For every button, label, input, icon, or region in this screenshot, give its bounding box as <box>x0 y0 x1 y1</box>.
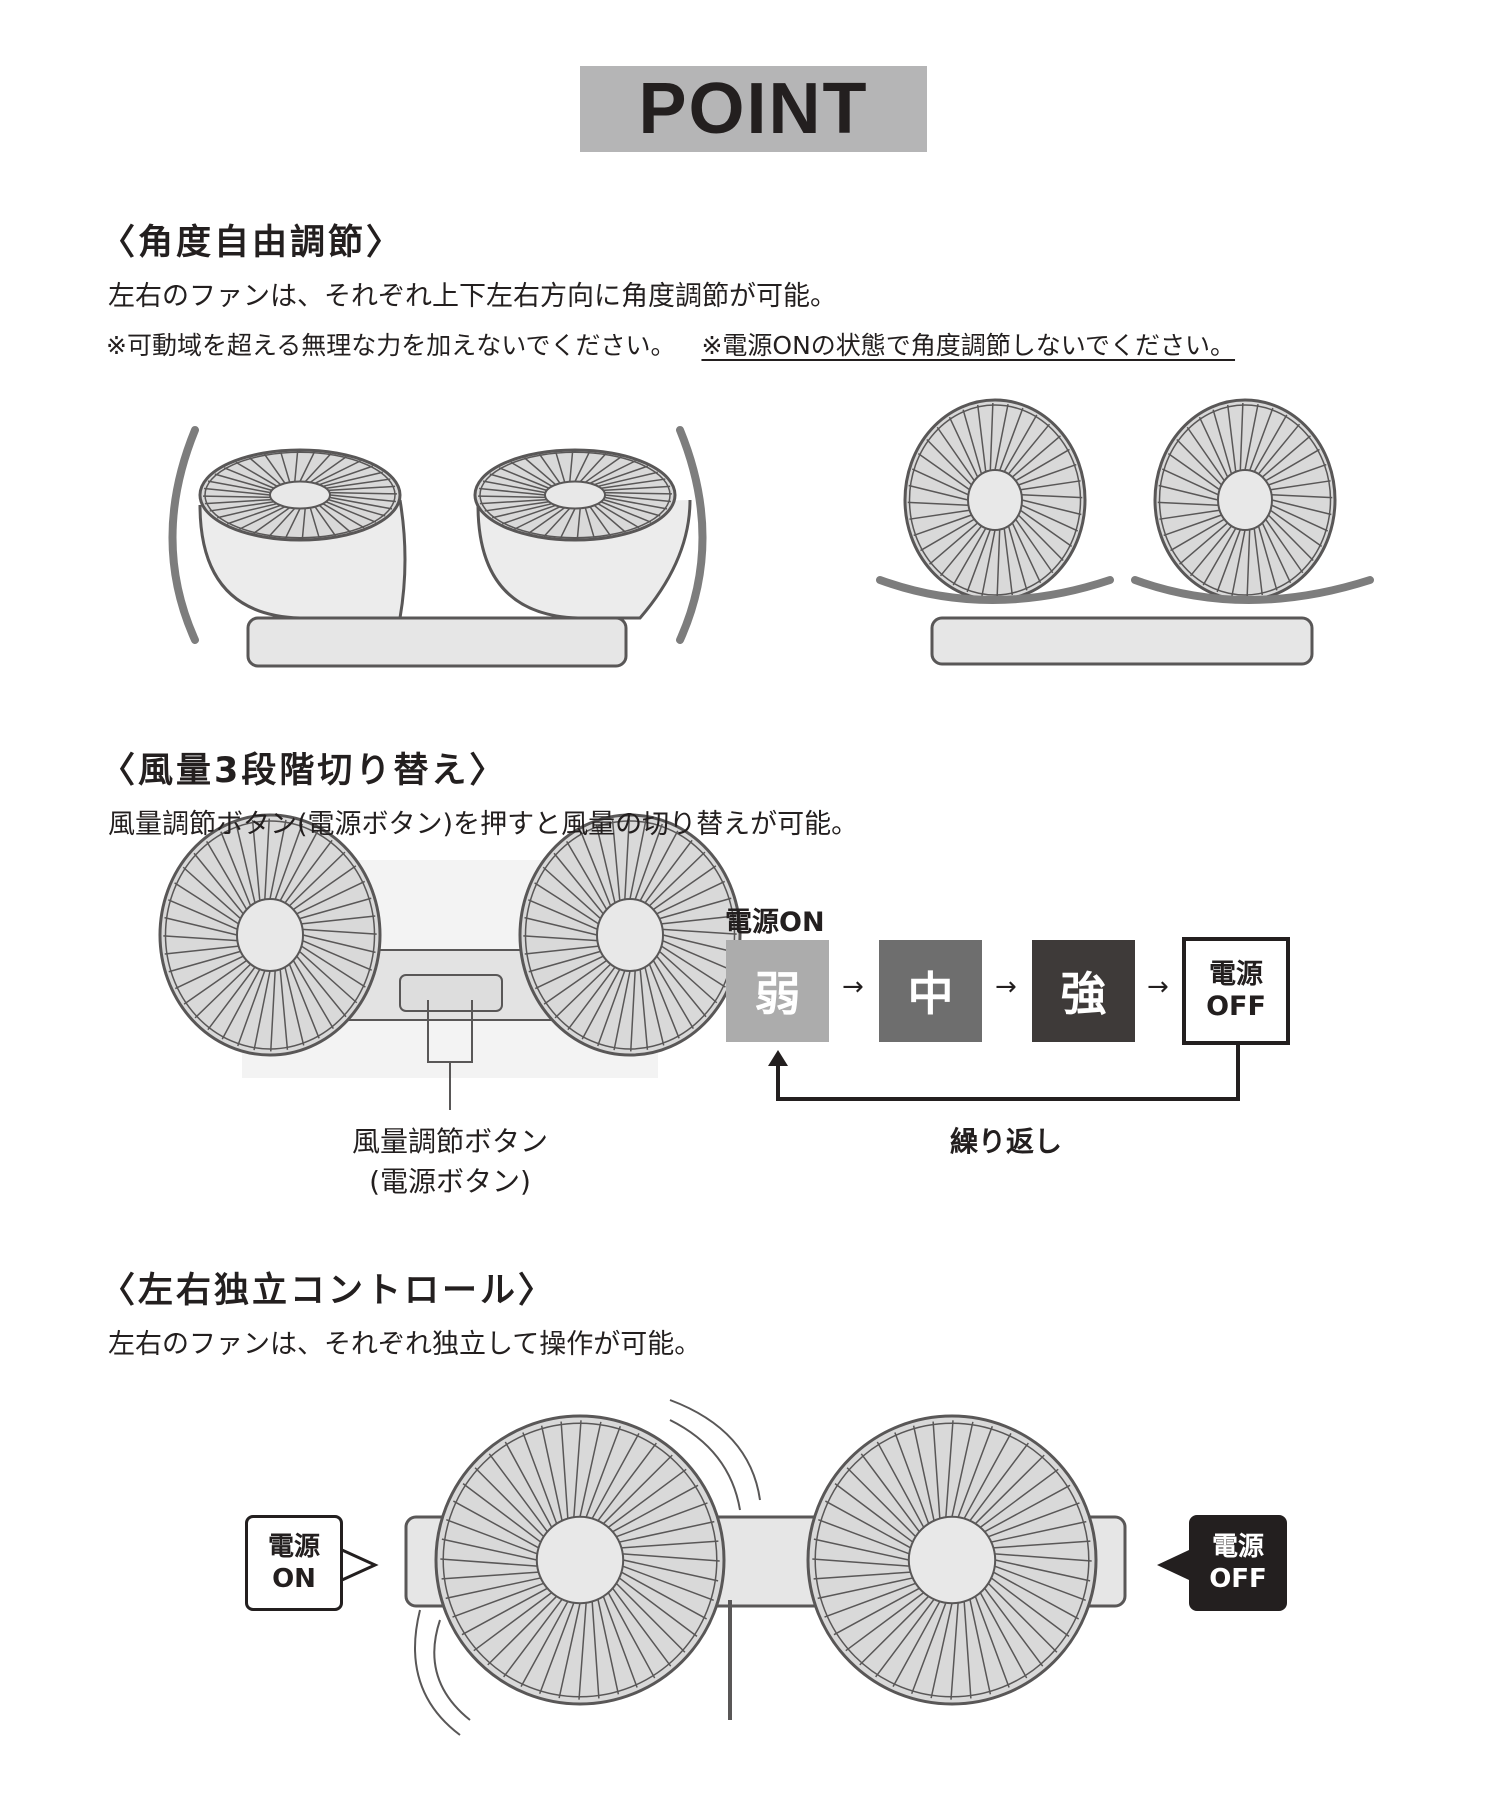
fan-speed-button <box>399 974 503 1012</box>
callout-power-on: 電源 ON <box>245 1515 343 1611</box>
section-text-angle: 左右のファンは、それぞれ上下左右方向に角度調節が可能。 <box>108 281 837 312</box>
button-leader-line <box>427 1000 473 1110</box>
rotation-arrow-icon <box>168 426 199 644</box>
callout-pointer <box>1157 1550 1189 1580</box>
fan-ring <box>814 1422 1090 1698</box>
fan-grille <box>812 1420 1092 1700</box>
repeat-arrowhead-icon <box>768 1050 788 1066</box>
callout-pointer <box>341 1548 379 1582</box>
section-text-airflow: 風量調節ボタン(電源ボタン)を押すと風量の切り替えが可能。 <box>108 809 859 840</box>
caution-note: ※可動域を超える無理な力を加えないでください。 <box>106 331 676 360</box>
fan-ring <box>524 820 736 1050</box>
fan-ring <box>204 451 396 539</box>
fan-hub <box>967 469 1023 531</box>
fan-grille <box>1157 403 1333 597</box>
fan-hub <box>1217 469 1273 531</box>
fan-hub <box>236 898 304 972</box>
angle-notes: ※可動域を超える無理な力を加えないでください。 ※電源ONの状態で角度調節しないで… <box>106 326 1235 362</box>
section-text-independent: 左右のファンは、それぞれ独立して操作が可能。 <box>108 1329 702 1360</box>
rotation-arrow-icon <box>676 426 707 644</box>
fan-ring <box>479 451 671 539</box>
fan-base <box>930 616 1314 666</box>
flow-arrow: → <box>1147 972 1169 1002</box>
fan-ring <box>908 404 1082 596</box>
button-caption-1: 風量調節ボタン <box>351 1125 548 1158</box>
fan-base <box>246 616 628 668</box>
flow-step-strong: 強 <box>1032 940 1135 1042</box>
callout-line2: ON <box>272 1564 316 1594</box>
fan-grille <box>163 818 377 1052</box>
repeat-loop-line <box>776 1042 1240 1101</box>
flow-step-medium: 中 <box>879 940 982 1042</box>
off-line2: OFF <box>1206 991 1266 1022</box>
fan-grille <box>523 818 737 1052</box>
fan-grille <box>478 451 672 539</box>
section-heading-airflow: 〈風量3段階切り替え〉 <box>100 751 508 791</box>
fan-hub <box>596 898 664 972</box>
flow-step-weak: 弱 <box>726 940 829 1042</box>
motion-lines <box>414 1399 761 1736</box>
fan-hub <box>907 1515 997 1605</box>
fan-hub <box>269 480 331 510</box>
fan-grille <box>440 1420 720 1700</box>
callout-power-off: 電源 OFF <box>1189 1515 1287 1611</box>
caution-note-underlined: ※電源ONの状態で角度調節しないでください。 <box>701 331 1236 360</box>
fan-hub <box>544 480 606 510</box>
callout-line1: 電源 <box>267 1532 320 1562</box>
callout-line2: OFF <box>1209 1564 1267 1594</box>
fan-hub <box>535 1515 625 1605</box>
repeat-label: 繰り返し <box>949 1125 1062 1158</box>
flow-arrow: → <box>995 972 1017 1002</box>
callout-line1: 電源 <box>1211 1532 1264 1562</box>
flow-start-label: 電源ON <box>725 907 825 938</box>
point-title: POINT <box>580 66 927 152</box>
off-line1: 電源 <box>1209 959 1263 990</box>
flow-step-off: 電源 OFF <box>1182 937 1290 1045</box>
fan-grille <box>907 403 1083 597</box>
fan-grille <box>203 451 397 539</box>
fan-illustrations <box>158 398 1374 1736</box>
button-caption-2: (電源ボタン) <box>369 1165 531 1198</box>
fan-ring <box>1158 404 1332 596</box>
fan-ring <box>164 820 376 1050</box>
rotation-arrow-icon <box>876 576 1114 604</box>
section-heading-independent: 〈左右独立コントロール〉 <box>100 1271 557 1311</box>
fan-ring <box>442 1422 718 1698</box>
rotation-arrow-icon <box>1131 576 1374 604</box>
section-heading-angle: 〈角度自由調節〉 <box>100 223 405 263</box>
flow-arrow: → <box>842 972 864 1002</box>
